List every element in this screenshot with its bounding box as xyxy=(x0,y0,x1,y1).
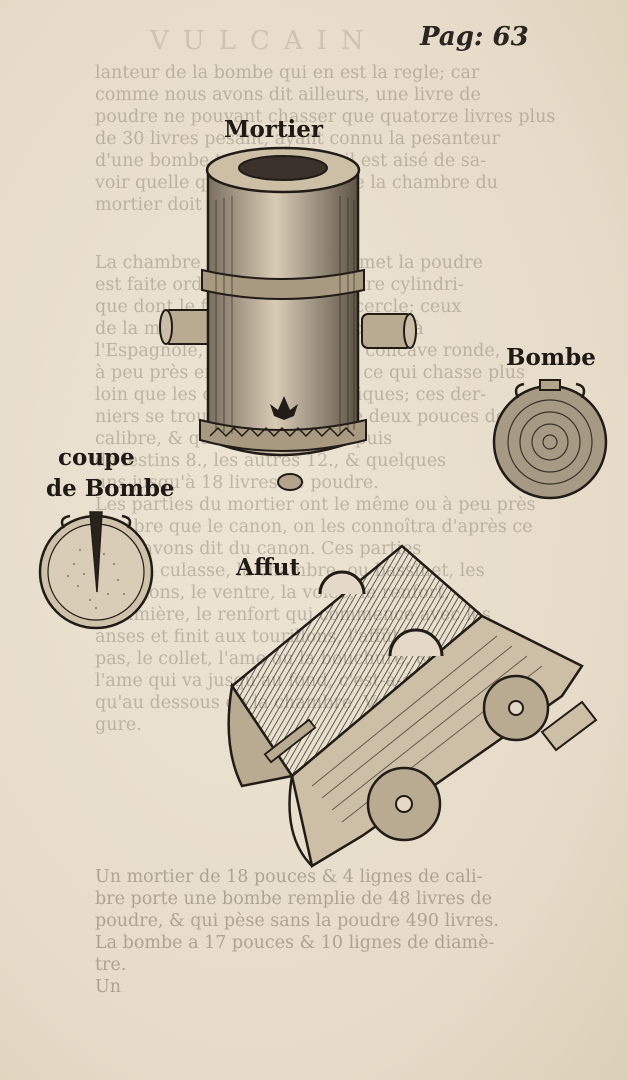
bleed-line: lanteur de la bombe qui en est la regle;… xyxy=(95,63,480,83)
bleed-line: bre porte une bombe remplie de 48 livres… xyxy=(95,889,492,909)
bleed-line: Un mortier de 18 pouces & 4 lignes de ca… xyxy=(95,867,483,887)
affut-illustration xyxy=(227,544,598,868)
affut-label: Affut xyxy=(236,554,301,581)
bleed-line: nous avons dit du canon. Ces parties xyxy=(95,539,422,559)
bleed-line: comme nous avons dit ailleurs, une livre… xyxy=(95,85,481,105)
bleed-line: uns jusqu'à 18 livres de poudre. xyxy=(95,473,379,493)
bleed-line: Les parties du mortier ont le même ou à … xyxy=(95,495,536,515)
bleed-line: nombre que le canon, on les connoîtra d'… xyxy=(95,517,533,537)
bleed-line: gure. xyxy=(95,715,142,735)
bleed-line: de lestins 8., les autres 12., & quelque… xyxy=(95,451,447,471)
running-head: VULCAIN xyxy=(150,26,378,56)
bleed-line: La bombe a 17 pouces & 10 lignes de diam… xyxy=(95,933,495,953)
coupe-label-line1: coupe xyxy=(58,444,135,471)
bombe-illustration xyxy=(492,379,608,500)
bleed-line: tre. xyxy=(95,955,127,975)
bleed-line: poudre ne pouvant chasser que quatorze l… xyxy=(95,107,556,127)
bleed-line: de 30 livres pesant, ayant connu la pesa… xyxy=(95,129,500,149)
mortier-illustration xyxy=(159,146,417,491)
page-number: Pag: 63 xyxy=(420,22,529,52)
coupe-de-bombe-illustration xyxy=(38,511,154,630)
mortier-label: Mortier xyxy=(224,116,324,143)
coupe-label-line2: de Bombe xyxy=(46,475,175,502)
bleed-line: poudre, & qui pèse sans la poudre 490 li… xyxy=(95,911,499,931)
bleed-line: Un xyxy=(95,977,122,997)
bleed-text-bottom: Un mortier de 18 pouces & 4 lignes de ca… xyxy=(95,866,615,998)
bombe-label: Bombe xyxy=(506,344,596,371)
